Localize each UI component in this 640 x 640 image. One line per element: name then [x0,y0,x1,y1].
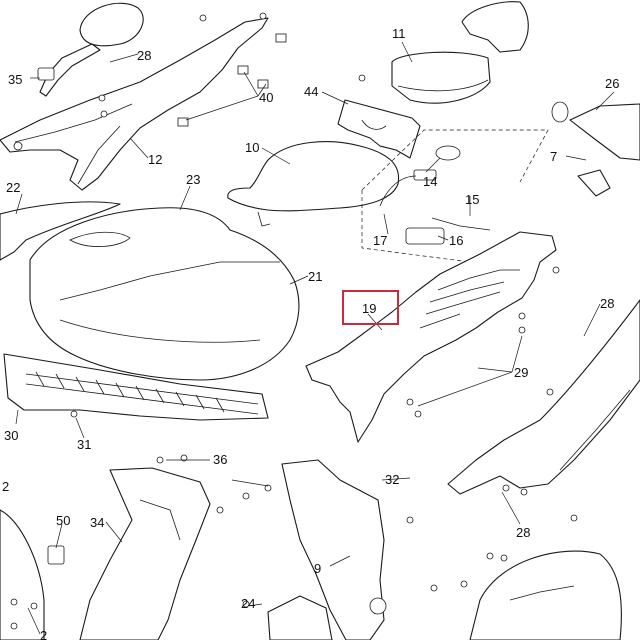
highlight-box [342,290,399,325]
label-11: 11 [392,26,406,41]
label-26: 26 [605,76,619,91]
label-15: 15 [465,192,479,207]
label-34: 34 [90,515,104,530]
side-fairing-part-12 [0,17,269,191]
label-28-lower: 28 [516,525,530,540]
label-9: 9 [314,561,321,576]
lower-right-cover [469,550,622,640]
label-32: 32 [385,472,399,487]
label-23: 23 [186,172,200,187]
label-50: 50 [56,513,70,528]
label-7: 7 [550,149,557,164]
label-2-lower: 2 [40,628,47,640]
seat-cowl-part-11 [391,1,529,104]
label-31: 31 [77,437,91,452]
label-21: 21 [308,269,322,284]
label-24: 24 [241,596,255,611]
label-16: 16 [449,233,463,248]
side-panel-part-28 [447,299,640,495]
mirror-part [37,2,144,97]
bracket-part-44 [337,99,421,159]
label-28: 28 [137,48,151,63]
seat-part-10 [227,141,400,227]
label-22: 22 [6,180,20,195]
label-36: 36 [213,452,227,467]
screws-group-40 [98,12,287,127]
lower-left-fairing [0,509,65,640]
label-40: 40 [259,90,273,105]
tail-light-part-26 [551,101,640,197]
label-29: 29 [514,365,528,380]
label-17: 17 [373,233,387,248]
subframe-part-19 [305,231,557,443]
cover-part-24 [267,595,333,640]
part-labels: 28 35 40 12 11 44 10 14 15 17 16 26 7 22… [2,26,619,640]
bracket-part-9 [281,459,387,640]
grille-part-30 [3,353,269,421]
label-44: 44 [304,84,318,99]
label-30: 30 [4,428,18,443]
misc-screws [10,74,578,630]
label-35: 35 [8,72,22,87]
fairing-part-22 [0,201,121,261]
label-12: 12 [148,152,162,167]
label-19: 19 [362,301,376,316]
label-28-right: 28 [600,296,614,311]
label-14: 14 [423,174,437,189]
label-10: 10 [245,140,259,155]
leader-lines [15,41,615,635]
front-fairing-part-34 [79,467,211,640]
tank-cover-part-21 [29,207,300,381]
label-2: 2 [2,479,9,494]
lock-assembly-group [361,129,549,263]
